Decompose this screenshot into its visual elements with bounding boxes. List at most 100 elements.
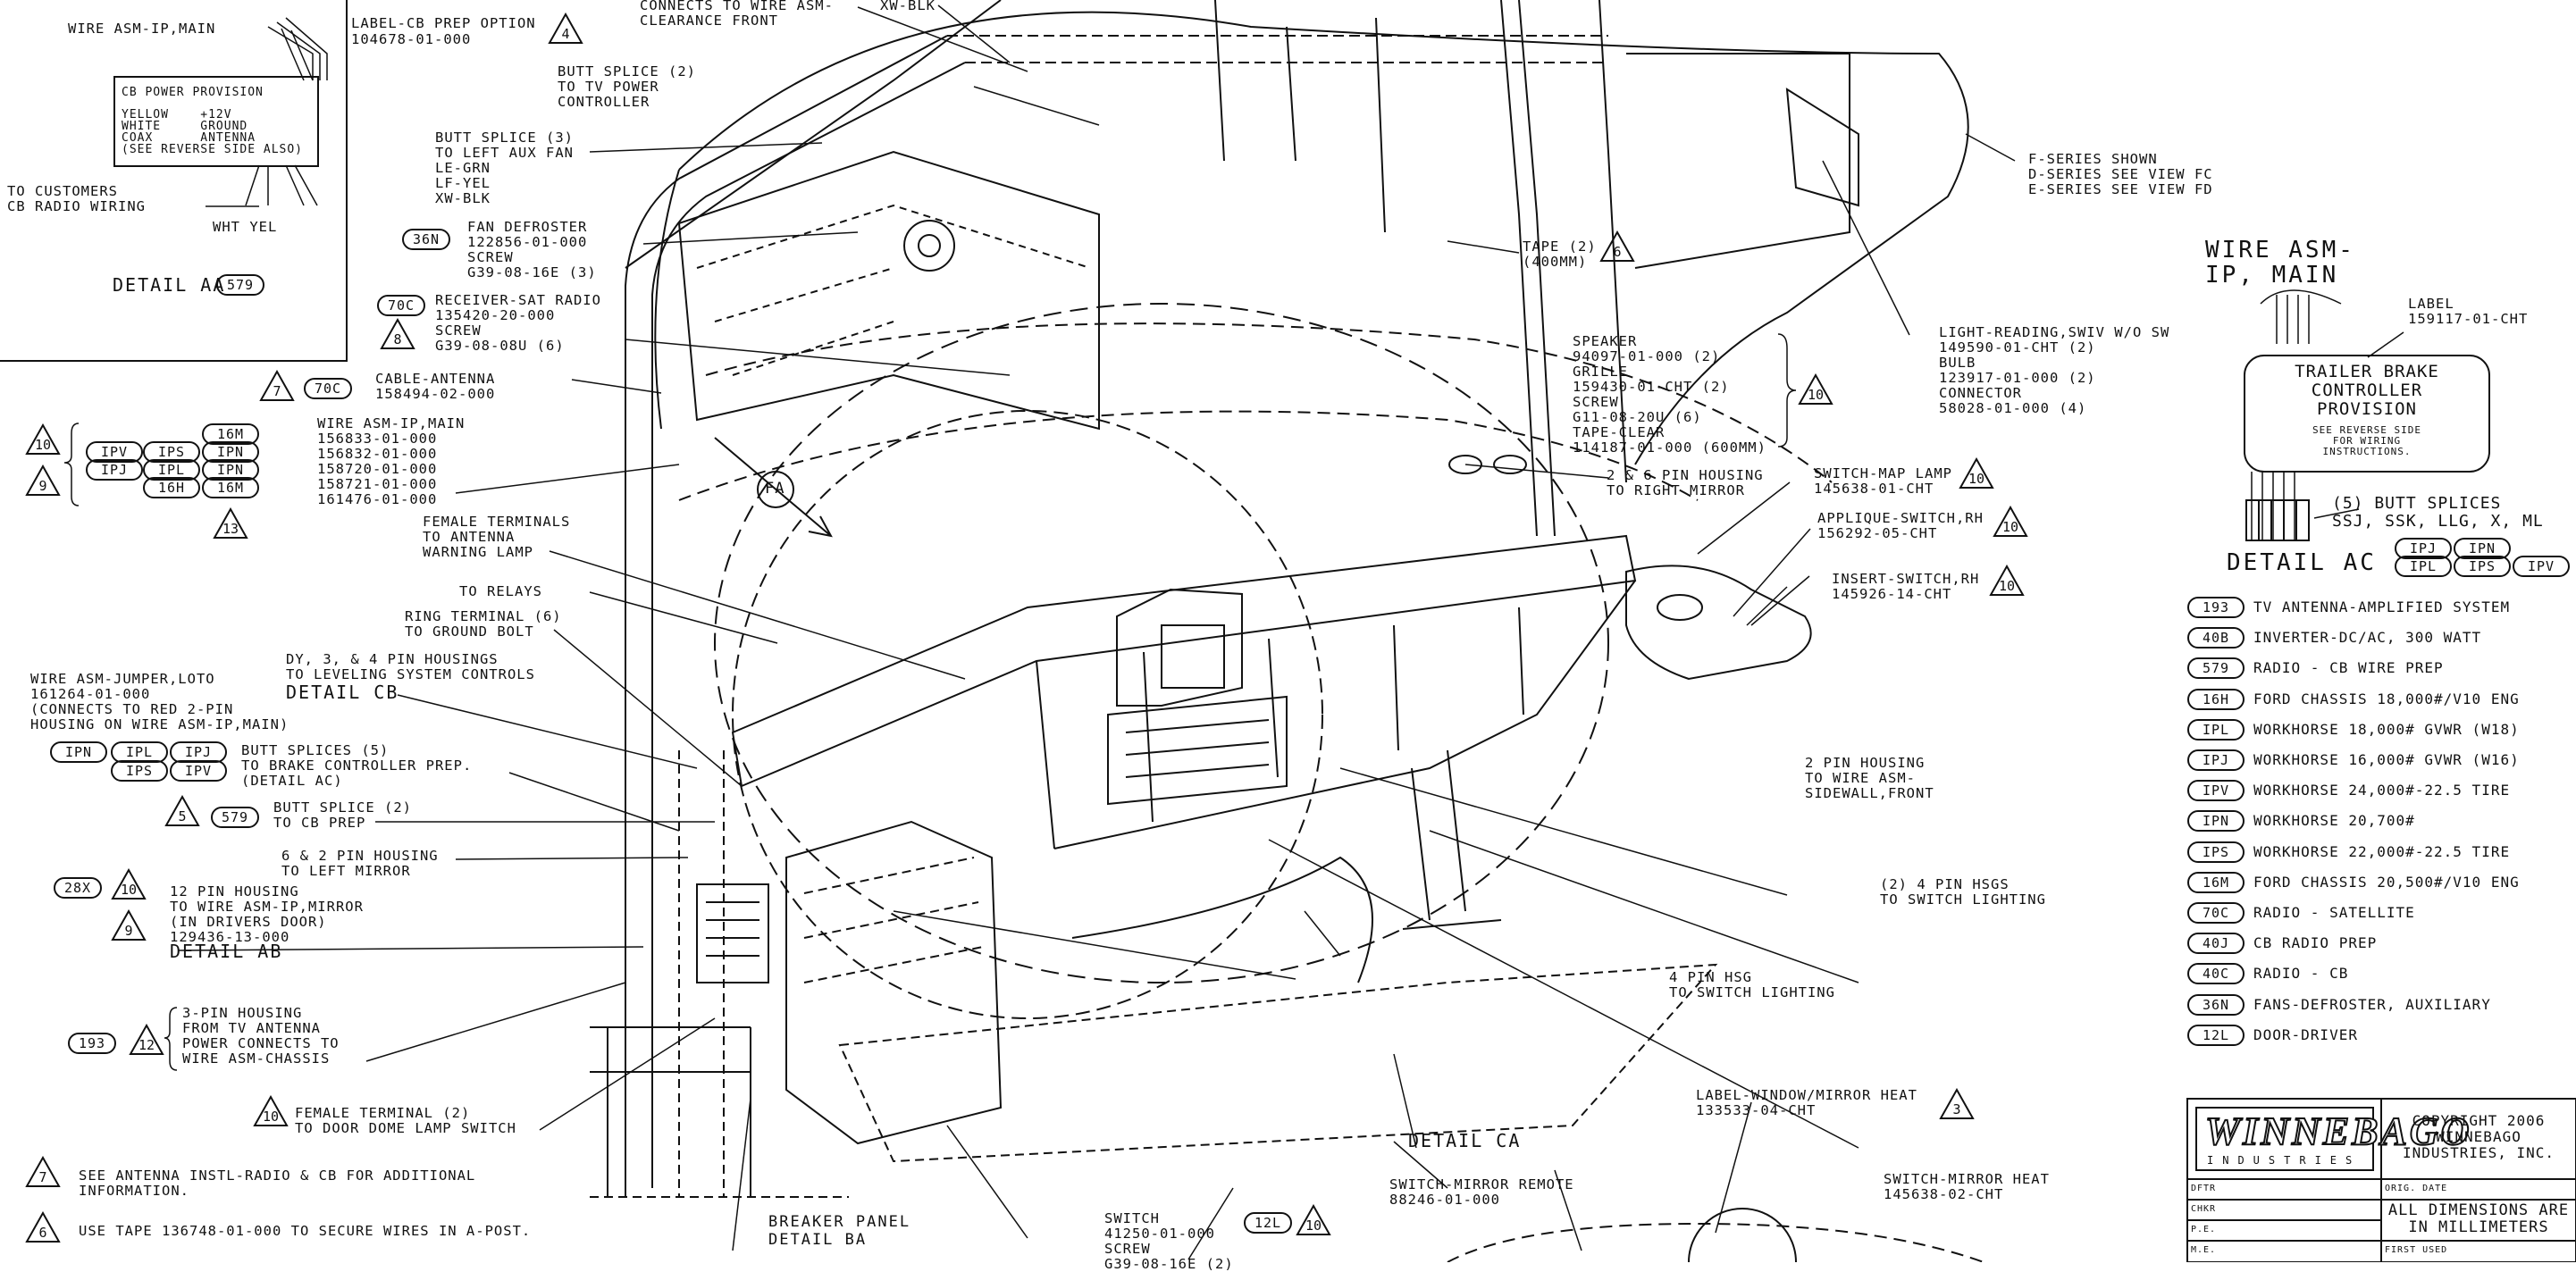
note-mirror-heat: SWITCH-MIRROR HEAT 145638-02-CHT xyxy=(1884,1171,2050,1202)
note-butt-splice-fan: BUTT SPLICE (3) TO LEFT AUX FAN LE-GRN L… xyxy=(435,130,574,206)
legend-code: 579 xyxy=(2187,657,2245,680)
detail-ac-pill-ipn: IPN xyxy=(2454,538,2511,559)
note-insert-switch: INSERT-SWITCH,RH 145926-14-CHT xyxy=(1832,571,1980,602)
note-butt-splice-tv: BUTT SPLICE (2) TO TV POWER CONTROLLER xyxy=(558,63,696,110)
note-cable-antenna: CABLE-ANTENNA 158494-02-000 xyxy=(375,371,496,402)
detail-ac-wire-title: WIRE ASM- IP, MAIN xyxy=(2205,237,2355,289)
three-pin-triangle: 12 xyxy=(129,1023,164,1056)
note-breaker-panel: BREAKER PANEL DETAIL BA xyxy=(768,1213,911,1249)
note-female-antenna: FEMALE TERMINALS TO ANTENNA WARNING LAMP xyxy=(423,514,571,560)
note-connects-clearance: CONNECTS TO WIRE ASM- CLEARANCE FRONT xyxy=(640,0,834,29)
wire-main-tri-13: 13 xyxy=(213,506,248,540)
cb-power-row-1: YELLOW +12V xyxy=(122,108,232,121)
tb-me: M.E. xyxy=(2191,1245,2217,1255)
insert-switch-triangle: 10 xyxy=(1989,564,2025,597)
general-note-6: USE TAPE 136748-01-000 TO SECURE WIRES I… xyxy=(79,1223,532,1239)
detail-aa-rev-triangle: 4 xyxy=(548,12,583,45)
detail-ac-pill-ips: IPS xyxy=(2454,556,2511,577)
note-four-pin-hsg: 4 PIN HSG TO SWITCH LIGHTING xyxy=(1669,969,1835,1000)
tb-first-used: FIRST USED xyxy=(2385,1245,2448,1255)
twelve-pin-ref: 28X xyxy=(54,877,103,899)
trailer-brake-note: SEE REVERSE SIDE FOR WIRING INSTRUCTIONS… xyxy=(2312,424,2421,457)
tb-orig-date: ORIG. DATE xyxy=(2385,1184,2448,1193)
legend-code: IPV xyxy=(2187,780,2245,802)
legend-text: FANS-DEFROSTER, AUXILIARY xyxy=(2253,995,2491,1013)
note-sat-radio: RECEIVER-SAT RADIO 135420-20-000 SCREW G… xyxy=(435,292,601,354)
legend-text: WORKHORSE 24,000#-22.5 TIRE xyxy=(2253,782,2511,799)
note-two-six-pin: 2 & 6 PIN HOUSING TO RIGHT MIRROR xyxy=(1607,467,1764,498)
butt-cb-ref: 579 xyxy=(211,807,260,828)
detail-ac-pill-ipj: IPJ xyxy=(2395,538,2452,559)
note-to-relays: TO RELAYS xyxy=(459,583,542,599)
note-mirror-remote: SWITCH-MIRROR REMOTE 88246-01-000 xyxy=(1389,1176,1574,1208)
detail-aa-title: DETAIL AA xyxy=(113,274,226,296)
detail-ca-title: DETAIL CA xyxy=(1408,1130,1522,1151)
fan-defroster-ref: 36N xyxy=(402,229,451,250)
legend-text: FORD CHASSIS 18,000#/V10 ENG xyxy=(2253,690,2520,707)
twelve-pin-triangle-9: 9 xyxy=(111,908,147,941)
note-butt-splice-cb: BUTT SPLICE (2) TO CB PREP xyxy=(273,799,412,831)
detail-aa-label-cb-pn: 104678-01-000 xyxy=(351,31,472,47)
jumper-pill-ipn: IPN xyxy=(50,741,107,763)
applique-triangle: 10 xyxy=(1993,505,2028,538)
legend-code: 16M xyxy=(2187,871,2245,893)
legend-code: 36N xyxy=(2187,993,2245,1016)
note-fan-defroster: FAN DEFROSTER 122856-01-000 SCREW G39-08… xyxy=(467,219,597,280)
sat-radio-ref: 70C xyxy=(377,295,426,316)
legend-text: WORKHORSE 16,000# GVWR (W16) xyxy=(2253,751,2520,768)
note-xw-blk: XW-BLK xyxy=(880,0,936,13)
wire-main-pill-ipj: IPJ xyxy=(86,459,143,481)
sat-radio-triangle: 8 xyxy=(380,317,415,350)
note-series: F-SERIES SHOWN D-SERIES SEE VIEW FC E-SE… xyxy=(2028,151,2213,197)
cb-power-row-4: (SEE REVERSE SIDE ALSO) xyxy=(122,143,304,156)
three-pin-ref: 193 xyxy=(68,1033,117,1054)
note-tape: TAPE (2) (400MM) xyxy=(1523,238,1597,270)
legend-code: 16H xyxy=(2187,688,2245,710)
tb-dimensions: ALL DIMENSIONS ARE IN MILLIMETERS xyxy=(2387,1201,2570,1236)
copyright-text: COPYRIGHT 2006 WINNEBAGO INDUSTRIES, INC… xyxy=(2402,1112,2555,1161)
cb-power-row-3: COAX ANTENNA xyxy=(122,131,256,145)
note-wire-main: WIRE ASM-IP,MAIN 156833-01-000 156832-01… xyxy=(317,415,466,507)
detail-aa-label-cb: LABEL-CB PREP OPTION xyxy=(351,15,536,31)
detail-ab-title: DETAIL AB xyxy=(170,941,283,962)
wire-main-pill-16h: 16H xyxy=(143,477,200,498)
legend-text: WORKHORSE 20,700# xyxy=(2253,812,2415,830)
legend-text: INVERTER-DC/AC, 300 WATT xyxy=(2253,629,2482,647)
legend-code: 40C xyxy=(2187,963,2245,985)
note7-triangle: 7 xyxy=(25,1155,61,1188)
wire-main-pill-ipn-a: IPN xyxy=(202,441,259,463)
legend-text: TV ANTENNA-AMPLIFIED SYSTEM xyxy=(2253,598,2511,615)
detail-aa-customers: TO CUSTOMERS CB RADIO WIRING xyxy=(7,183,146,214)
jumper-pill-ips: IPS xyxy=(111,760,168,782)
note-six-two-pin: 6 & 2 PIN HOUSING TO LEFT MIRROR xyxy=(281,848,439,879)
note-three-pin: 3-PIN HOUSING FROM TV ANTENNA POWER CONN… xyxy=(182,1005,340,1067)
legend-code: 40B xyxy=(2187,627,2245,649)
detail-aa-ref: 579 xyxy=(216,274,265,296)
note-applique: APPLIQUE-SWITCH,RH 156292-05-CHT xyxy=(1817,510,1984,541)
detail-aa-wht-yel: WHT YEL xyxy=(213,219,278,235)
jumper-pill-ipv: IPV xyxy=(170,760,227,782)
winnebago-logo-sub: INDUSTRIES xyxy=(2207,1154,2362,1167)
winnebago-logo: WINNEBAGO xyxy=(2204,1109,2472,1153)
legend-code: IPS xyxy=(2187,841,2245,863)
legend-code: 40J xyxy=(2187,933,2245,955)
legend-code: 12L xyxy=(2187,1024,2245,1046)
wire-main-pill-ipl: IPL xyxy=(143,459,200,481)
legend-text: FORD CHASSIS 20,500#/V10 ENG xyxy=(2253,873,2520,891)
legend-text: DOOR-DRIVER xyxy=(2253,1025,2358,1043)
detail-ac-title: DETAIL AC xyxy=(2227,549,2377,576)
cb-power-row-2: WHITE GROUND xyxy=(122,120,248,133)
legend-code: 193 xyxy=(2187,597,2245,618)
window-label-triangle: 3 xyxy=(1939,1087,1975,1120)
wire-main-tri-9: 9 xyxy=(25,464,61,497)
detail-ac-pill-ipv: IPV xyxy=(2513,556,2570,577)
note-four-pin-hsgs: (2) 4 PIN HSGS TO SWITCH LIGHTING xyxy=(1880,876,2046,908)
legend-text: WORKHORSE 22,000#-22.5 TIRE xyxy=(2253,842,2511,860)
note-dy-housings: DY, 3, & 4 PIN HOUSINGS TO LEVELING SYST… xyxy=(286,651,535,682)
tape-triangle: 6 xyxy=(1599,230,1635,263)
note-butt-splices-brake: BUTT SPLICES (5) TO BRAKE CONTROLLER PRE… xyxy=(241,742,473,789)
note-map-lamp: SWITCH-MAP LAMP 145638-01-CHT xyxy=(1814,465,1952,497)
note-jumper-loto: WIRE ASM-JUMPER,LOTO 161264-01-000 (CONN… xyxy=(30,671,289,732)
legend-code: IPL xyxy=(2187,718,2245,741)
note-window-label: LABEL-WINDOW/MIRROR HEAT 133533-04-CHT xyxy=(1696,1087,1917,1118)
